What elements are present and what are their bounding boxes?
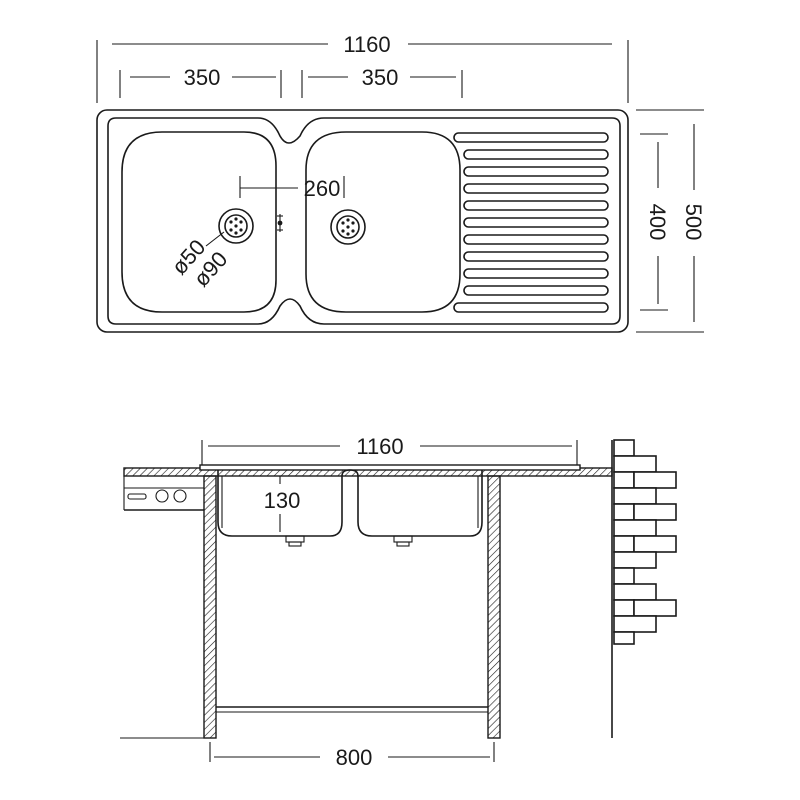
- drawer-handle-icon: [127, 493, 147, 500]
- bowl-left-section: [217, 469, 483, 537]
- overflow-icon: [277, 214, 283, 232]
- dimension-label: 350: [362, 65, 399, 90]
- sink-rim-side: [199, 464, 581, 471]
- knob-icon: [173, 489, 187, 503]
- left-bowl: [121, 131, 277, 313]
- dimension-label: 1160: [356, 434, 403, 459]
- dimension-bowl-depth: 400: [645, 142, 670, 304]
- top-view: 1160 350 350: [96, 32, 706, 333]
- dimension-label: 130: [264, 488, 301, 513]
- side-view: 1160: [120, 434, 677, 770]
- drainboard-grooves: [453, 132, 609, 313]
- drain-stub-right-icon: [393, 535, 413, 547]
- knob-icon: [155, 489, 169, 503]
- brick-wall: [611, 439, 677, 738]
- dimension-label: 350: [184, 65, 221, 90]
- dimension-label: 260: [304, 176, 341, 201]
- drain-stub-left-icon: [285, 535, 305, 547]
- cabinet-wall-right: [487, 475, 501, 739]
- dimension-label: 800: [336, 745, 373, 770]
- dimension-label: 500: [681, 204, 706, 241]
- dimension-bowl-left-width: 350: [130, 65, 276, 90]
- dimension-overall-depth: 500: [681, 124, 706, 322]
- dimension-overall-width-top: 1160: [112, 32, 612, 57]
- dimension-drain-spacing: 260: [239, 176, 345, 201]
- dimension-cabinet-width: 800: [214, 745, 490, 770]
- right-drain-icon: [330, 209, 366, 245]
- cabinet-wall-left: [203, 475, 217, 739]
- dimension-bowl-height: 130: [264, 476, 301, 532]
- sink-outer-rim: [96, 109, 629, 333]
- left-drain-icon: [218, 208, 254, 244]
- cabinet-drawer-panel: [123, 476, 204, 511]
- dimension-label: 1160: [343, 32, 390, 57]
- right-bowl: [305, 131, 461, 313]
- dimension-bowl-right-width: 350: [308, 65, 456, 90]
- dimension-overall-width-side: 1160: [208, 434, 572, 459]
- countertop: [123, 464, 613, 477]
- diameter-leader-line: [205, 231, 225, 247]
- dimension-label: 400: [645, 204, 670, 241]
- sink-inner-rim: [107, 117, 621, 325]
